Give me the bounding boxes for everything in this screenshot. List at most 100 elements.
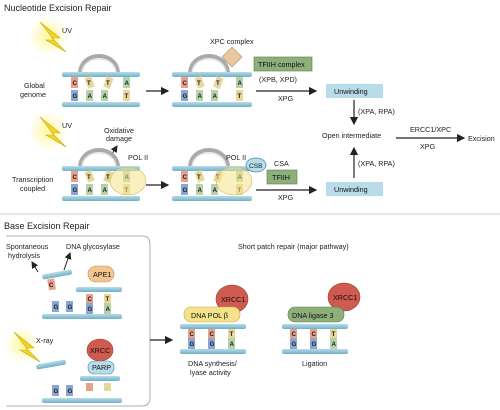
synthesis-label-2: lyase activity xyxy=(190,368,231,377)
svg-text:T: T xyxy=(238,93,242,100)
tfiih-label: TFIIH xyxy=(272,173,290,182)
oxidative-damage-label-1: Oxidative xyxy=(104,126,134,135)
xpg-label-top: XPG xyxy=(278,94,294,103)
csb-shape xyxy=(245,157,267,173)
short-patch-label: Short patch repair (major pathway) xyxy=(238,242,349,251)
xrcc-label: XRCC xyxy=(90,346,110,355)
xpg-label-bottom: XPG xyxy=(278,193,294,202)
dna-xpc-bound-strand: C G T T A A A T xyxy=(172,54,252,107)
svg-text:A: A xyxy=(198,93,203,100)
dna-damaged-strand-1: C G T T A A A T xyxy=(62,54,140,107)
svg-text:G: G xyxy=(190,341,195,348)
svg-text:C: C xyxy=(210,331,215,338)
ber-dna-strand-top: C G G C G T A xyxy=(42,269,122,319)
ape1-label: APE1 xyxy=(93,270,111,279)
svg-text:A: A xyxy=(106,306,111,313)
svg-text:G: G xyxy=(54,388,59,395)
svg-text:T: T xyxy=(106,296,110,303)
svg-text:C: C xyxy=(183,174,188,181)
svg-text:A: A xyxy=(213,187,218,194)
excision-label: Excision xyxy=(468,134,495,143)
global-genome-label-1: Global xyxy=(24,81,45,90)
arrow xyxy=(63,252,72,271)
xpc-complex-shape xyxy=(221,46,243,68)
uv-lightning-icon xyxy=(28,111,68,151)
svg-text:A: A xyxy=(230,341,235,348)
uv-label-bottom: UV xyxy=(62,121,72,130)
svg-text:C: C xyxy=(292,331,297,338)
svg-text:T: T xyxy=(106,174,110,181)
parp-shape xyxy=(87,360,115,375)
svg-text:A: A xyxy=(125,80,130,87)
svg-text:T: T xyxy=(87,174,91,181)
xrcc1-shape-b xyxy=(327,282,361,312)
svg-text:C: C xyxy=(73,174,78,181)
svg-text:C: C xyxy=(88,296,93,303)
spontaneous-label-2: hydrolysis xyxy=(8,251,40,260)
tfiih-complex-label: TFIIH complex xyxy=(258,60,305,69)
svg-text:T: T xyxy=(125,93,129,100)
svg-text:T: T xyxy=(216,80,220,87)
uv-lightning-icon xyxy=(28,16,68,56)
svg-text:A: A xyxy=(198,187,203,194)
svg-text:T: T xyxy=(87,80,91,87)
tfiih-box xyxy=(266,169,298,185)
unwinding-label-top: Unwinding xyxy=(334,87,368,96)
svg-text:C: C xyxy=(312,331,317,338)
ber-dna-pol-strand: C G C G T A xyxy=(180,324,246,354)
svg-text:C: C xyxy=(73,80,78,87)
dna-ligase-shape xyxy=(287,306,345,323)
svg-text:G: G xyxy=(54,304,59,311)
svg-text:G: G xyxy=(210,341,215,348)
ligation-label: Ligation xyxy=(302,359,327,368)
svg-text:G: G xyxy=(73,93,78,100)
synthesis-label-1: DNA synthesis/ xyxy=(188,359,237,368)
svg-text:T: T xyxy=(230,331,234,338)
dna-pol-beta-label: DNA POL β xyxy=(191,311,228,320)
transcription-coupled-label-1: Transcription xyxy=(12,175,53,184)
xray-lightning-icon xyxy=(4,327,41,363)
ber-dna-ligase-strand: C G C G T A xyxy=(282,324,348,354)
open-intermediate-label: Open intermediate xyxy=(322,131,381,140)
svg-text:G: G xyxy=(68,304,73,311)
oxidative-damage-label-2: damage xyxy=(106,134,132,143)
pol2-label-left: POL II xyxy=(128,153,148,162)
pol2-label-right: POL II xyxy=(226,153,246,162)
uv-label-top: UV xyxy=(62,26,72,35)
svg-text:A: A xyxy=(88,93,93,100)
xrcc1-label-b: XRCC1 xyxy=(333,293,357,302)
svg-text:T: T xyxy=(197,174,201,181)
svg-text:G: G xyxy=(73,187,78,194)
dna-damaged-strand-2: C G T T A A A T xyxy=(62,148,147,201)
ber-bracket xyxy=(6,235,151,407)
arrow xyxy=(31,261,39,273)
dna-ligase-label: DNA ligase 3 xyxy=(292,311,334,320)
svg-text:G: G xyxy=(183,93,188,100)
svg-text:A: A xyxy=(88,187,93,194)
dna-glycosylase-label: DNA glycosylase xyxy=(66,242,120,251)
unwinding-label-bottom: Unwinding xyxy=(334,185,368,194)
svg-text:G: G xyxy=(68,388,73,395)
base-pairs: C G T T A A A T xyxy=(71,75,130,101)
transcription-coupled-label-2: coupled xyxy=(20,184,45,193)
xray-label: X-ray xyxy=(36,336,54,345)
dna-pol-beta-shape xyxy=(183,306,241,323)
tfiih-complex-box xyxy=(253,56,313,72)
unwinding-box-top xyxy=(326,84,383,98)
xpg-label-right: XPG xyxy=(420,142,436,151)
svg-text:C: C xyxy=(49,282,54,289)
svg-text:G: G xyxy=(292,341,297,348)
svg-text:A: A xyxy=(103,93,108,100)
svg-text:T: T xyxy=(332,331,336,338)
global-genome-label-2: genome xyxy=(20,90,46,99)
svg-text:A: A xyxy=(213,93,218,100)
csa-label: CSA xyxy=(274,159,289,168)
csb-label: CSB xyxy=(249,163,263,170)
svg-text:C: C xyxy=(183,80,188,87)
ber-title: Base Excision Repair xyxy=(4,221,90,231)
svg-text:A: A xyxy=(238,80,243,87)
parp-label: PARP xyxy=(92,363,111,372)
unwinding-box-bottom xyxy=(326,182,383,196)
xrcc1-label-a: XRCC1 xyxy=(221,295,245,304)
